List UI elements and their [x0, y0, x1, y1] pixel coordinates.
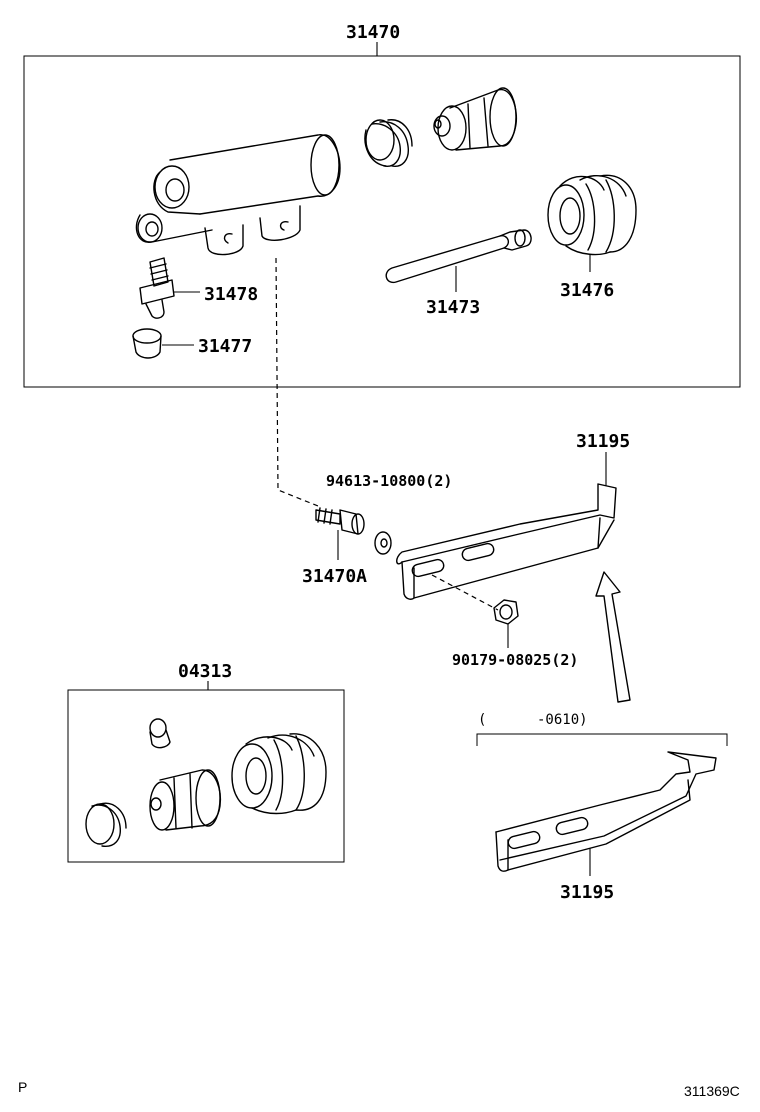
flange-nut	[493, 599, 519, 625]
label-washer: 94613-10800(2)	[326, 472, 452, 490]
connection-line-nut	[431, 574, 499, 611]
connection-line-cylinder	[275, 257, 319, 507]
label-31195-lower: 31195	[560, 882, 614, 903]
date-range-bracket	[476, 733, 728, 746]
piston	[433, 87, 518, 151]
kit-box-04313	[67, 689, 345, 863]
footer-diagram-id: 311369C	[684, 1083, 740, 1099]
piston-spring	[364, 119, 413, 167]
assembly-box-31470	[23, 55, 741, 388]
label-31476: 31476	[560, 280, 614, 301]
label-31195-upper: 31195	[576, 431, 630, 452]
kit-spring	[85, 802, 127, 847]
replacement-arrow	[595, 571, 631, 703]
kit-piston	[149, 769, 222, 831]
label-31470A: 31470A	[302, 566, 367, 587]
bleeder-plug	[139, 257, 175, 319]
cylinder-body	[135, 134, 341, 256]
stud-bolt	[315, 507, 365, 535]
lower-bracket	[495, 751, 717, 872]
push-rod	[385, 229, 532, 284]
label-04313: 04313	[178, 661, 232, 682]
kit-boot	[231, 733, 327, 815]
kit-bleeder-cap	[149, 718, 171, 749]
boot	[547, 174, 637, 256]
label-31478: 31478	[204, 284, 258, 305]
footer-left-code: P	[18, 1079, 27, 1095]
bleeder-cap	[132, 328, 162, 359]
label-nut: 90179-08025(2)	[452, 651, 578, 669]
label-31470: 31470	[346, 22, 400, 43]
upper-bracket	[396, 483, 617, 600]
washer	[374, 531, 392, 555]
label-date-note: ( -0610)	[478, 712, 588, 728]
label-31473: 31473	[426, 297, 480, 318]
label-31477: 31477	[198, 336, 252, 357]
